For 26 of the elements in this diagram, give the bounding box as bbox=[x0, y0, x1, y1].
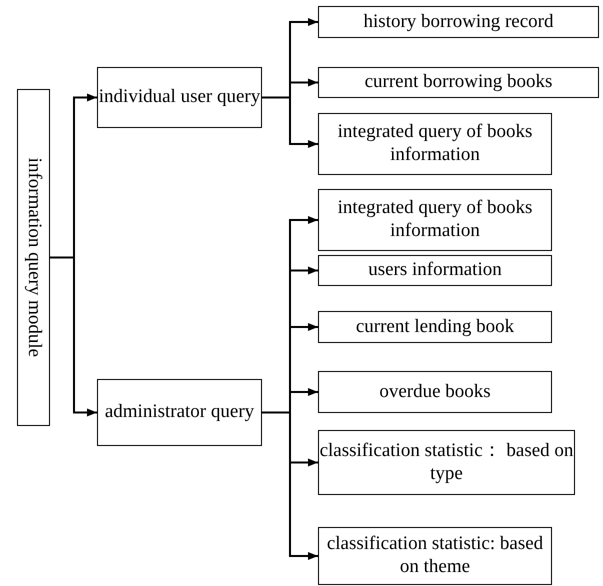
box-label: classification statistic： based on type bbox=[319, 440, 574, 486]
process-box bbox=[318, 189, 552, 251]
process-box bbox=[17, 89, 50, 426]
process-box bbox=[318, 6, 599, 38]
process-box bbox=[97, 67, 262, 128]
box-label: users information bbox=[368, 259, 502, 282]
process-box bbox=[318, 311, 552, 343]
process-box bbox=[318, 67, 599, 98]
box-label: overdue books bbox=[379, 380, 491, 404]
process-box bbox=[318, 113, 552, 175]
arrow bbox=[50, 256, 97, 416]
process-box bbox=[318, 371, 552, 413]
box-label: integrated query of books information bbox=[336, 197, 534, 243]
process-box bbox=[318, 527, 552, 585]
process-box bbox=[318, 255, 552, 286]
process-box bbox=[97, 379, 262, 446]
arrow bbox=[262, 412, 318, 560]
box-label: current borrowing books bbox=[364, 71, 552, 94]
box-label: history borrowing record bbox=[364, 10, 554, 34]
box-label: current lending book bbox=[356, 316, 514, 338]
box-label: administrator query bbox=[104, 401, 254, 424]
box-label: individual user query bbox=[98, 86, 260, 109]
box-label: integrated query of books information bbox=[336, 121, 534, 167]
box-label: information query module bbox=[22, 158, 45, 358]
process-box bbox=[318, 430, 575, 495]
box-label: classification statistic: based on theme bbox=[326, 533, 544, 579]
